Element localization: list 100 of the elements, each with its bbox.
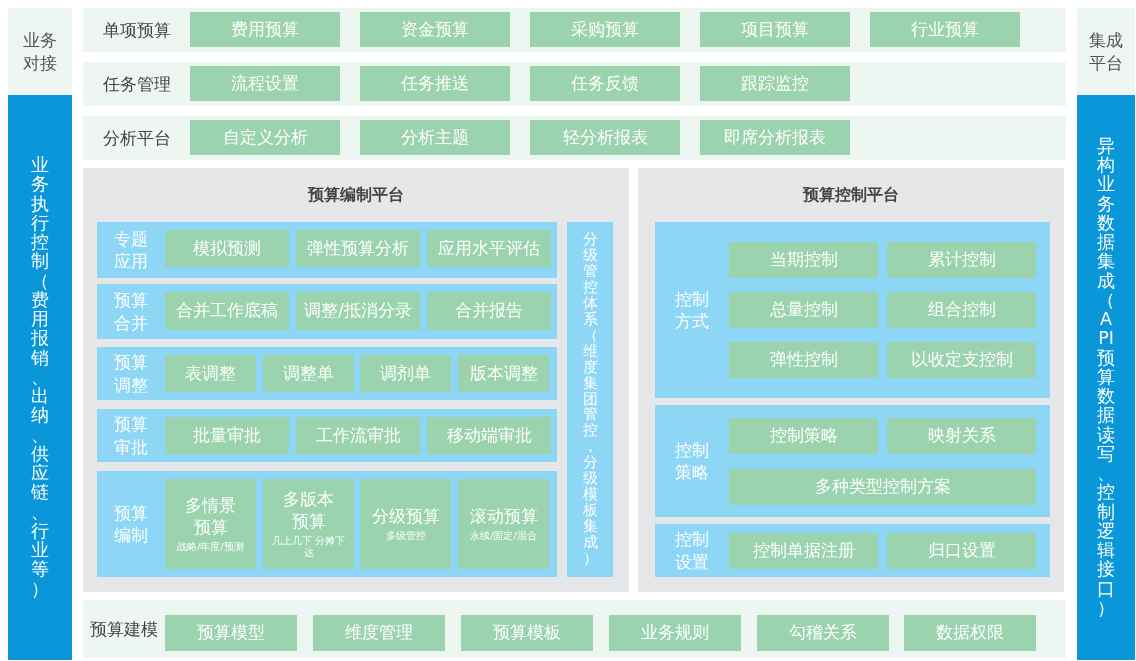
module-label: 维度管理: [345, 622, 413, 644]
module-box: [360, 355, 451, 392]
section-heading: 控制方式: [674, 287, 710, 333]
module-note: 几上几下 分摊下达: [271, 534, 346, 559]
module-box: [700, 120, 850, 155]
module-box: [165, 479, 256, 569]
module-label: 版本调整: [469, 362, 538, 385]
module-box: [870, 12, 1020, 47]
system-bar: [567, 222, 613, 577]
module-label: 预算模板: [493, 622, 561, 644]
module-box: [887, 418, 1036, 454]
module-box: [530, 120, 680, 155]
module-box: [427, 417, 551, 454]
module-label: 归口设置: [927, 540, 996, 562]
module-box: [263, 479, 354, 569]
module-label: 合并工作底稿: [176, 300, 278, 322]
category-band: [83, 8, 1066, 52]
module-label: 采购预算: [571, 18, 639, 41]
module-label: 分级预算: [371, 505, 440, 528]
function-row: [655, 222, 1050, 398]
module-box: [296, 292, 420, 330]
module-box: [887, 242, 1036, 278]
vertical-label: 业务执行控制（费用报销、出纳、供应链、行业等）: [31, 156, 49, 599]
module-label: 勾稽关系: [789, 622, 857, 644]
module-box: [757, 615, 889, 651]
module-box: [263, 355, 354, 392]
module-box: [458, 479, 549, 569]
module-label: 调整/抵消分录: [304, 300, 412, 322]
module-box: [729, 242, 878, 278]
module-box: [530, 12, 680, 47]
module-label: 工作流审批: [315, 424, 401, 447]
module-box: [530, 66, 680, 101]
module-label: 任务反馈: [571, 72, 639, 95]
module-label: 组合控制: [927, 299, 996, 321]
section-heading: 专题应用: [113, 227, 149, 273]
vertical-label: 异构业务数据集成（API预算数据读写、控制逻辑接口）: [1097, 136, 1115, 619]
module-label: 数据权限: [936, 622, 1004, 644]
function-row: [97, 347, 557, 400]
module-box: [360, 479, 451, 569]
module-label: 费用预算: [231, 18, 299, 41]
module-box: [729, 418, 878, 454]
module-box: [165, 355, 256, 392]
module-label: 跟踪监控: [741, 72, 809, 95]
module-box: [700, 12, 850, 47]
module-box: [427, 230, 551, 267]
header-panel: [8, 8, 72, 95]
module-note: 永续/固定/混合: [470, 530, 537, 543]
module-box: [165, 417, 289, 454]
module-box: [700, 66, 850, 101]
module-label: 总量控制: [769, 299, 838, 321]
module-box: [313, 615, 445, 651]
module-label: 以收定支控制: [910, 349, 1013, 371]
module-label: 多版本预算: [282, 489, 335, 532]
module-box: [165, 292, 289, 330]
module-label: 控制策略: [769, 425, 838, 447]
module-box: [190, 120, 340, 155]
category-band: [83, 600, 1066, 658]
module-label: 多种类型控制方案: [814, 476, 951, 498]
module-box: [360, 12, 510, 47]
module-box: [729, 533, 878, 569]
section-heading: 预算调整: [113, 351, 149, 396]
module-label: 资金预算: [401, 18, 469, 41]
module-label: 表调整: [185, 362, 236, 385]
module-label: 模拟预测: [193, 237, 261, 260]
module-label: 多情景预算: [184, 495, 237, 538]
module-label: 移动端审批: [446, 424, 532, 447]
module-box: [427, 292, 551, 330]
module-box: [296, 230, 420, 267]
function-row: [97, 471, 557, 577]
module-label: 即席分析报表: [724, 126, 826, 149]
function-row: [97, 222, 557, 278]
module-note: 战略/年度/预测: [177, 540, 244, 553]
module-label: 控制单据注册: [752, 540, 855, 562]
module-label: 行业预算: [911, 18, 979, 41]
panel-title: 预算编制平台: [308, 184, 404, 206]
side-bar: [1077, 95, 1135, 660]
module-label: 调整单: [283, 362, 334, 385]
section-heading: 控制设置: [674, 528, 710, 573]
module-label: 业务规则: [641, 622, 709, 644]
section-heading: 分析平台: [102, 126, 171, 150]
module-box: [609, 615, 741, 651]
module-box: [729, 292, 878, 328]
module-label: 分析主题: [401, 126, 469, 149]
platform-panel: [638, 168, 1064, 592]
module-label: 预算模型: [197, 622, 265, 644]
module-box: [729, 469, 1036, 505]
section-heading: 单项预算: [102, 18, 171, 42]
function-row: [97, 409, 557, 462]
section-heading: 预算合并: [113, 289, 149, 334]
module-label: 流程设置: [231, 72, 299, 95]
module-label: 轻分析报表: [562, 126, 648, 149]
module-box: [190, 66, 340, 101]
function-row: [655, 524, 1050, 577]
module-label: 累计控制: [927, 249, 996, 271]
module-box: [887, 533, 1036, 569]
side-bar: [8, 95, 72, 660]
module-label: 批量审批: [193, 424, 261, 447]
module-label: 弹性控制: [769, 349, 838, 371]
module-box: [904, 615, 1036, 651]
module-label: 弹性预算分析: [307, 237, 409, 260]
